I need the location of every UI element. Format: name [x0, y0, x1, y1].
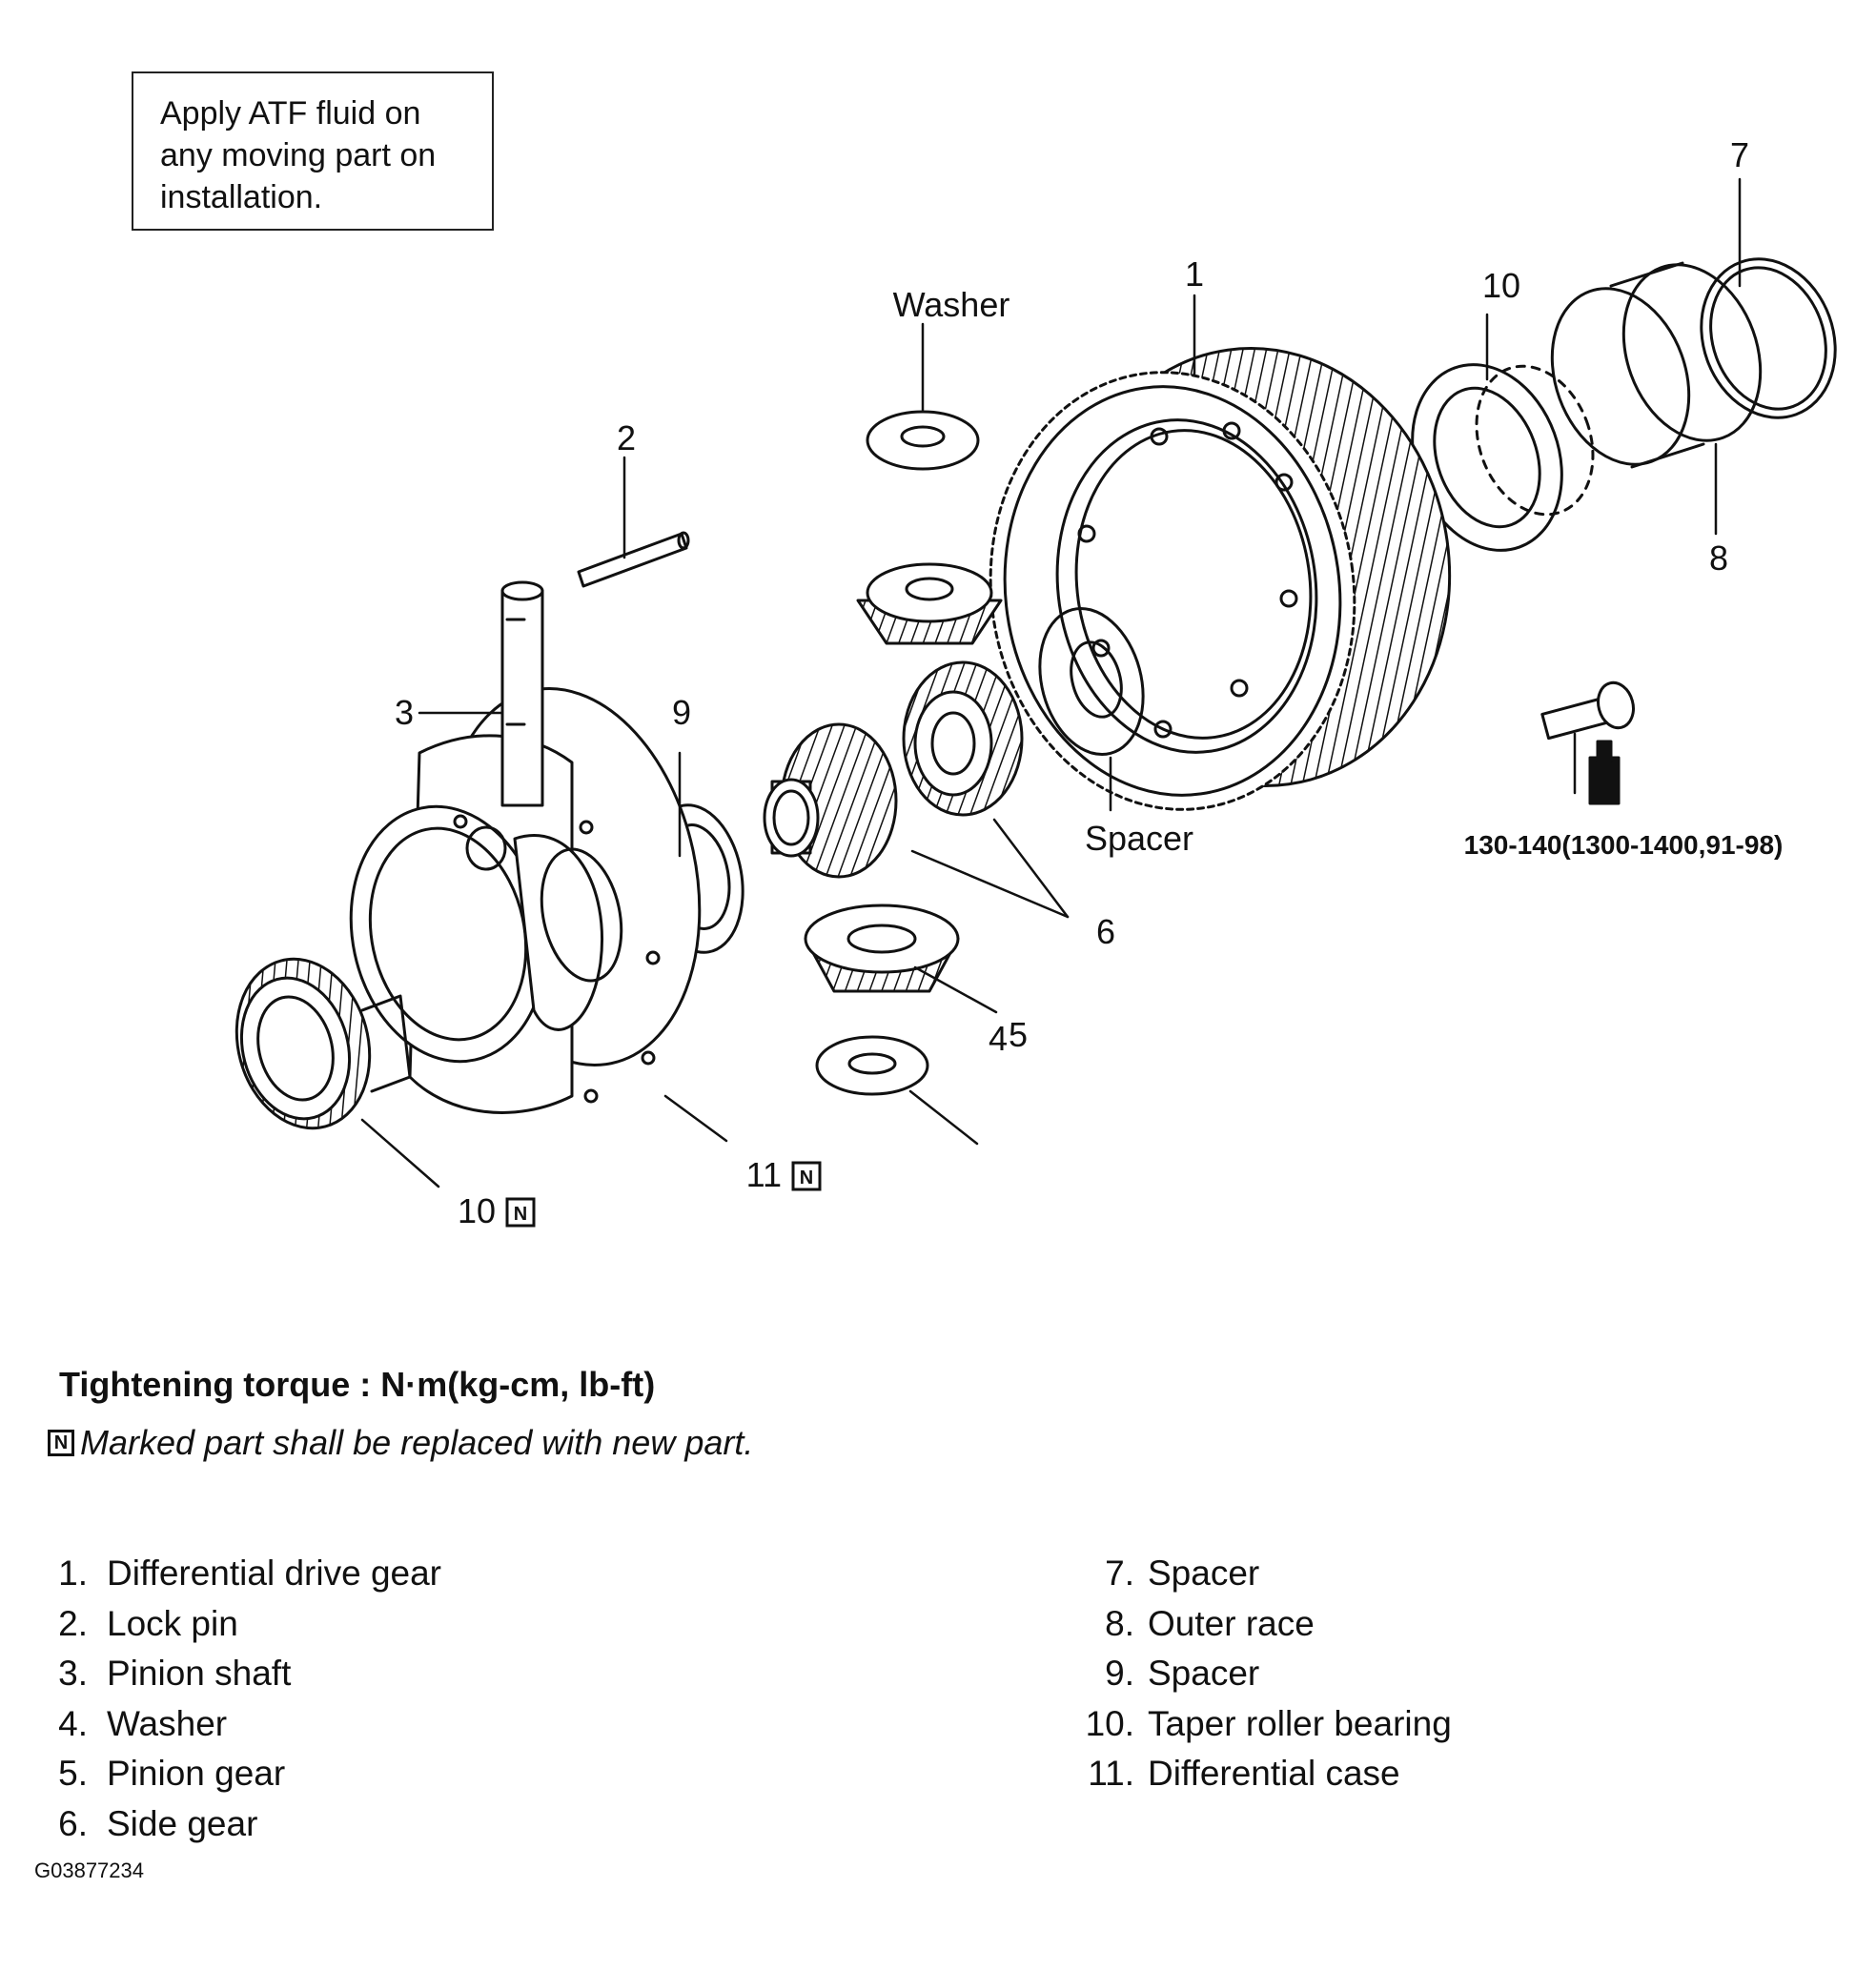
part-row-1: 1. Differential drive gear — [34, 1549, 441, 1599]
replace-note: N Marked part shall be replaced with new… — [48, 1423, 753, 1463]
callout-10-top: 10 — [1482, 266, 1520, 305]
part-row-5: 5. Pinion gear — [34, 1749, 441, 1799]
part-name: Side gear — [107, 1803, 258, 1843]
differential-drive-gear-part-1 — [989, 347, 1452, 811]
part-num: 5. — [58, 1754, 88, 1793]
spacer-label: Spacer — [1085, 819, 1193, 858]
note-line-2: any moving part on — [160, 137, 437, 173]
callout-1: 1 — [1185, 254, 1204, 294]
pinion-shaft-part-3 — [500, 580, 544, 807]
parts-list-right: 7. Spacer 8. Outer race 9. Spacer 10. Taper … — [1066, 1549, 1452, 1799]
callout-9: 9 — [672, 693, 691, 732]
part-row-6: 6. Side gear — [34, 1799, 441, 1850]
part-name: Taper roller bearing — [1148, 1703, 1452, 1743]
part-row-9: 9. Spacer — [1066, 1649, 1452, 1699]
side-gear-upper-part-6 — [902, 660, 1024, 817]
part-row-8: 8. Outer race — [1066, 1599, 1452, 1650]
leader-lines — [360, 177, 1742, 1188]
new-part-mark-11-letter: N — [800, 1168, 813, 1188]
callout-2: 2 — [617, 418, 636, 457]
differential-case-part-11 — [349, 687, 702, 1114]
part-name: Differential drive gear — [107, 1554, 441, 1593]
outer-race-part-8 — [1550, 261, 1763, 469]
note-line-1: Apply ATF fluid on — [160, 95, 421, 132]
pinion-gear-top — [856, 562, 1003, 645]
installation-note-box: Apply ATF fluid on any moving part on in… — [132, 71, 494, 231]
part-num: 7. — [1105, 1554, 1134, 1593]
part-num: 9. — [1105, 1654, 1134, 1693]
callout-5-visible: 5 — [1009, 1015, 1028, 1054]
bolt-icon — [1540, 680, 1635, 741]
differential-exploded-diagram: 1 2 3 4 5 6 7 8 9 10 10 11 Washer Spacer… — [234, 135, 1837, 1230]
callout-10-bottom: 10 — [458, 1191, 496, 1230]
parts-list-left: 1. Differential drive gear 2. Lock pin 3. P… — [34, 1549, 441, 1849]
callout-7: 7 — [1730, 135, 1749, 174]
part-row-7: 7. Spacer — [1066, 1549, 1452, 1599]
part-num: 6. — [58, 1803, 88, 1843]
torque-title: Tightening torque : N·m(kg-cm, lb-ft) — [59, 1365, 656, 1404]
part-num: 4. — [58, 1703, 88, 1743]
torque-value-label: 130-140(1300-1400,91-98) — [1464, 830, 1784, 860]
part-row-11: 11. Differential case — [1066, 1749, 1452, 1799]
callout-11: 11 — [746, 1155, 782, 1194]
callout-4: 4 — [989, 1019, 1008, 1058]
new-part-mark-10 — [505, 1197, 536, 1228]
callouts: 1 2 3 4 5 6 7 8 9 10 10 11 Washer Spacer… — [395, 135, 1783, 1230]
side-gear-lower-part-6 — [763, 722, 898, 879]
part-row-4: 4. Washer — [34, 1699, 441, 1750]
part-name: Washer — [107, 1703, 228, 1743]
part-name: Spacer — [1148, 1654, 1260, 1693]
washer-top — [866, 410, 980, 471]
lock-pin-part-2 — [577, 531, 690, 588]
note-line-3: installation. — [160, 179, 323, 215]
spacer-ring-part-7 — [1700, 257, 1837, 419]
callout-3: 3 — [395, 693, 414, 732]
part-num: 11. — [1088, 1754, 1134, 1793]
part-name: Outer race — [1148, 1603, 1315, 1643]
part-row-2: 2. Lock pin — [34, 1599, 441, 1650]
part-num: 10. — [1085, 1703, 1134, 1743]
part-num: 3. — [58, 1654, 88, 1693]
part-num: 2. — [58, 1603, 88, 1643]
callout-6: 6 — [1096, 912, 1115, 951]
spacer-center — [1038, 606, 1145, 757]
replace-note-text: Marked part shall be replaced with new p… — [80, 1423, 754, 1462]
figure-id: G03877234 — [34, 1858, 144, 1882]
part-name: Spacer — [1148, 1554, 1260, 1593]
taper-bearing-bottom-part-10 — [234, 957, 412, 1130]
part-name: Pinion shaft — [107, 1654, 292, 1693]
part-row-10: 10. Taper roller bearing — [1066, 1699, 1452, 1750]
new-part-mark-11 — [791, 1161, 822, 1191]
washer-label: Washer — [893, 285, 1010, 324]
new-part-mark-icon: N — [48, 1430, 74, 1456]
washer-bottom-part-4 — [815, 1035, 929, 1096]
part-num: 1. — [58, 1554, 88, 1593]
part-name: Differential case — [1148, 1754, 1400, 1793]
part-row-3: 3. Pinion shaft — [34, 1649, 441, 1699]
pinion-gear-bottom-part-5 — [804, 904, 960, 993]
callout-8: 8 — [1709, 538, 1728, 578]
part-name: Lock pin — [107, 1603, 238, 1643]
sealant-bottle-icon — [1588, 740, 1621, 805]
part-name: Pinion gear — [107, 1754, 286, 1793]
part-num: 8. — [1105, 1603, 1134, 1643]
new-part-mark-10-letter: N — [514, 1204, 527, 1225]
